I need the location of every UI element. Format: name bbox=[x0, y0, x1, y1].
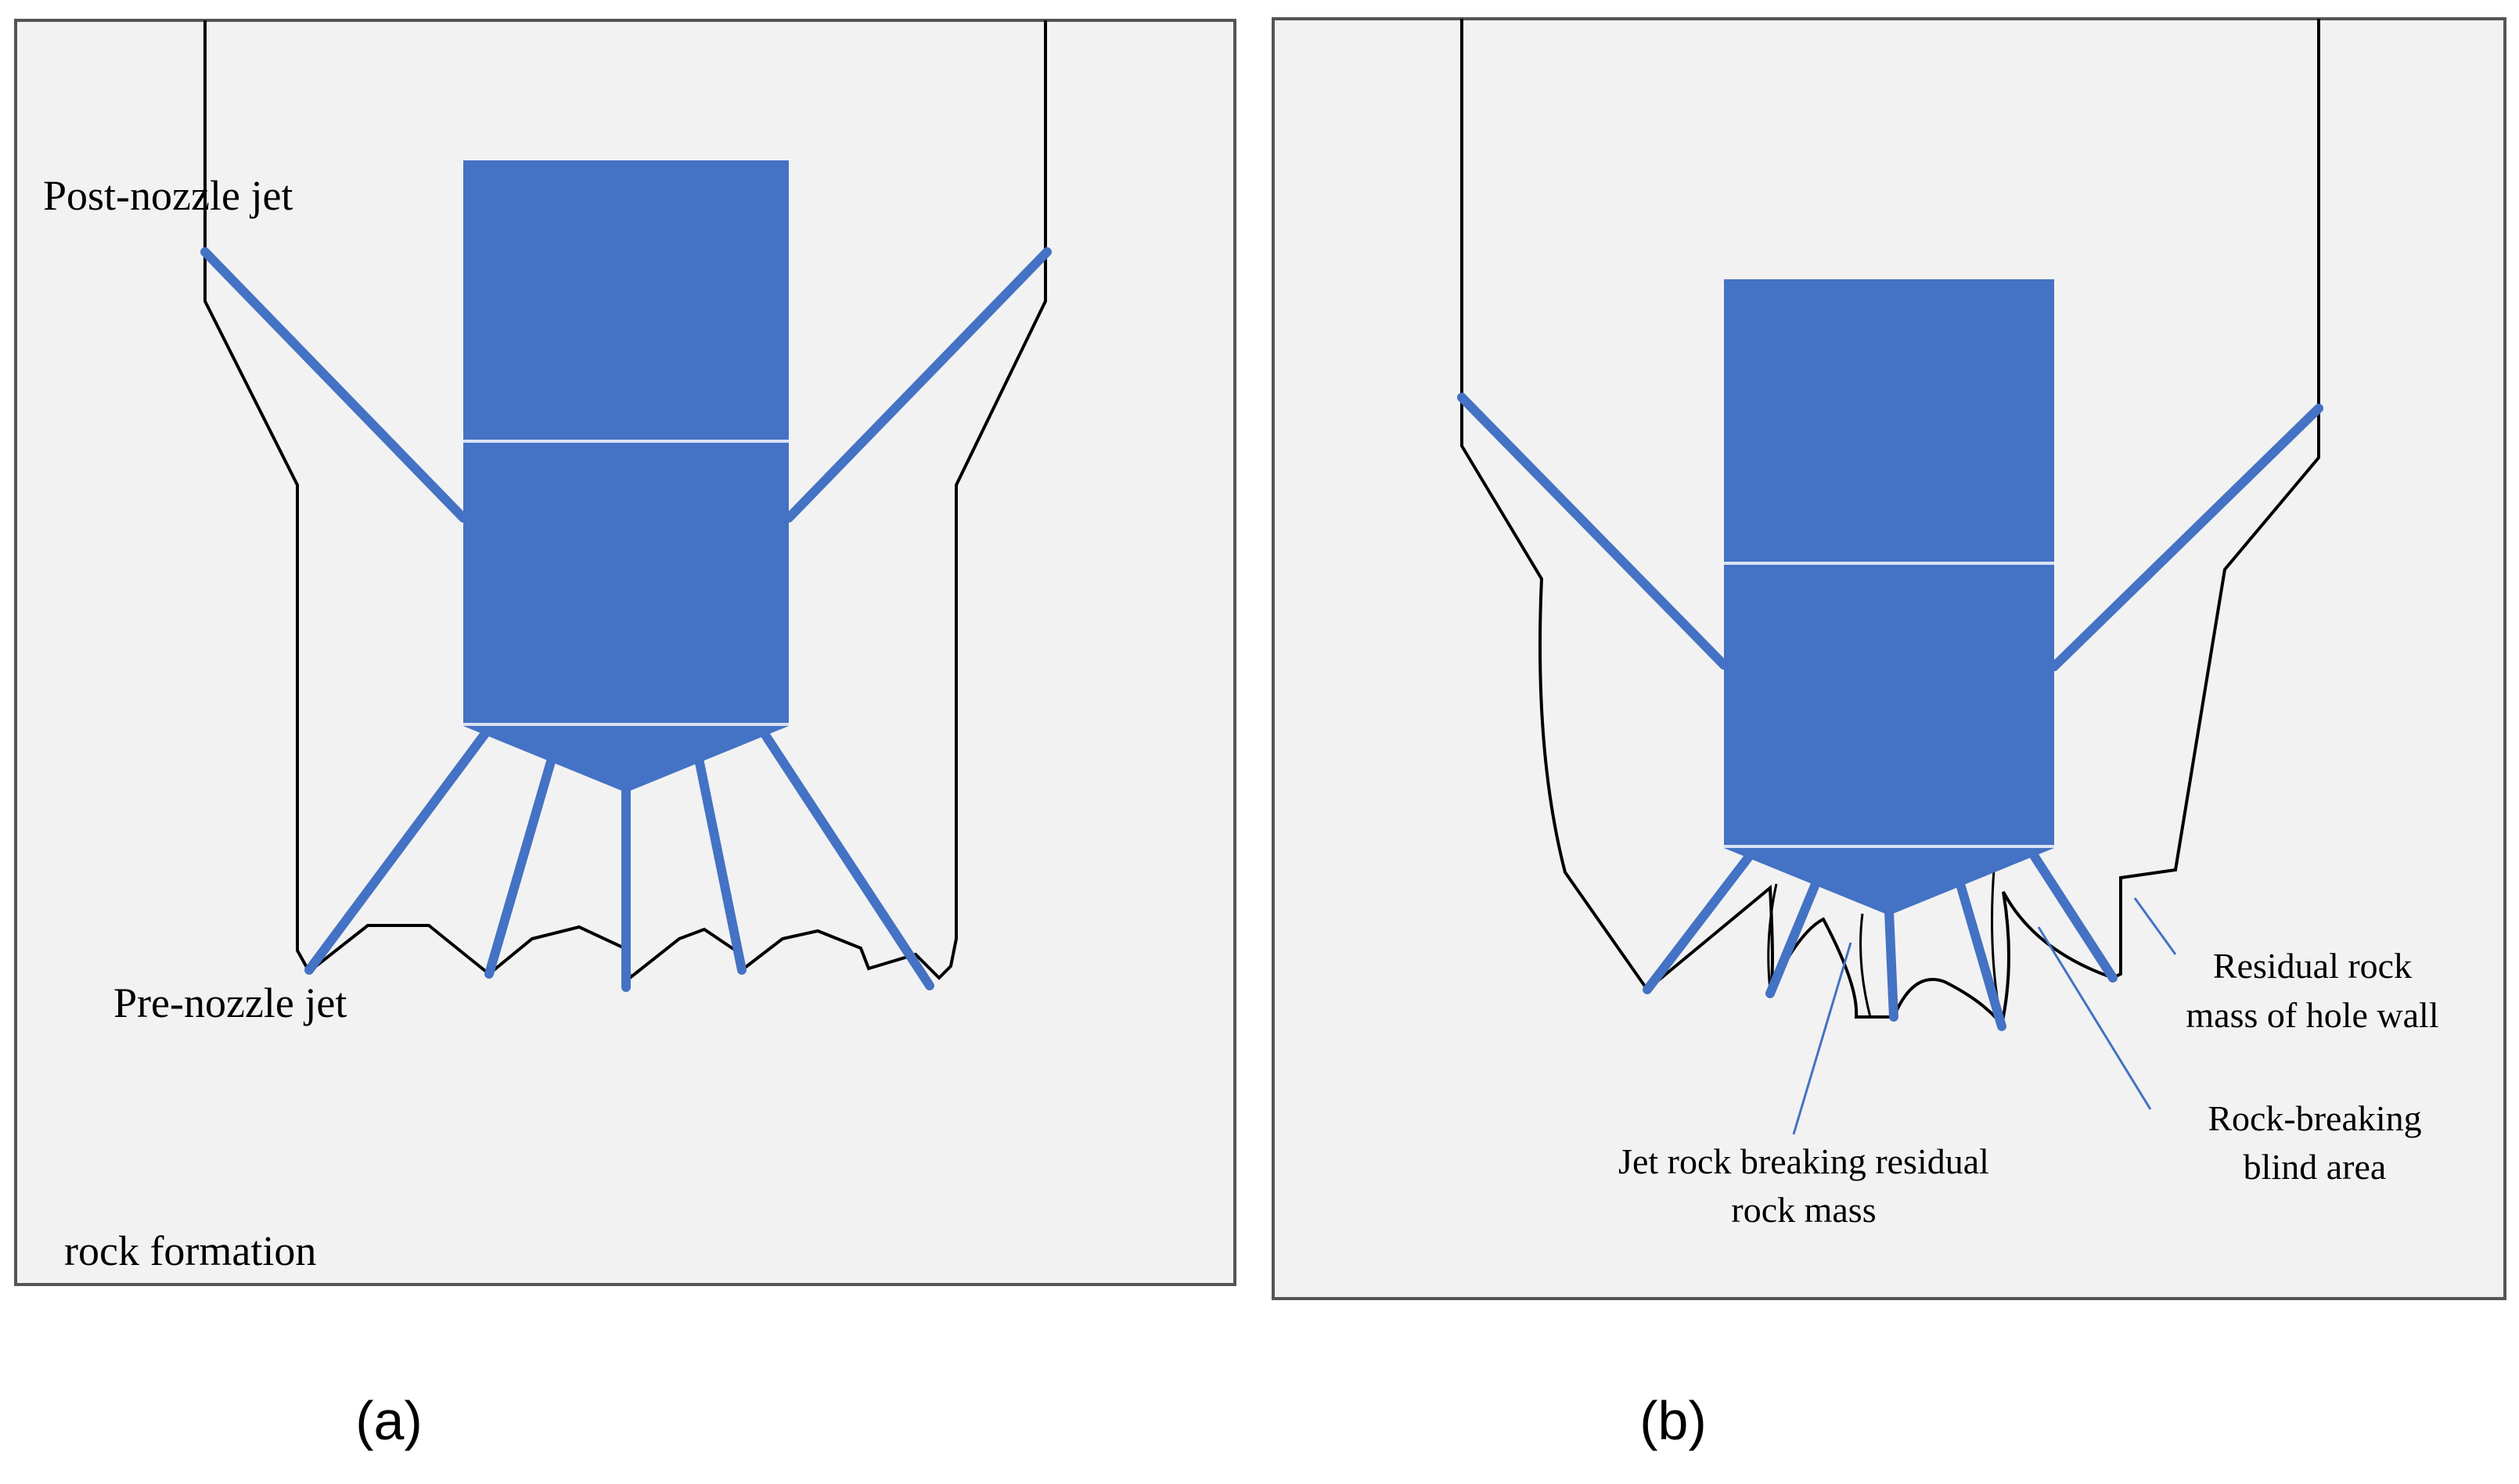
panel-b-post-jet-right bbox=[2049, 404, 2323, 671]
panel-b: Residual rock mass of hole wall Rock-bre… bbox=[1272, 17, 2506, 1300]
panel-a-borehole-outline bbox=[203, 20, 1047, 981]
panel-b-pre-jet-3 bbox=[1884, 907, 1898, 1022]
label-pre-nozzle-jet: Pre-nozzle jet bbox=[113, 979, 347, 1026]
leader-blind-area bbox=[2037, 926, 2152, 1110]
panel-a-pre-jet-1 bbox=[304, 727, 491, 975]
panel-b-nozzle-upper bbox=[1724, 279, 2054, 562]
leader-residual-wall bbox=[2133, 897, 2177, 955]
panel-a-pre-jet-4 bbox=[694, 754, 747, 975]
label-residual-wall-2: mass of hole wall bbox=[2186, 995, 2438, 1035]
caption-b: (b) bbox=[1639, 1390, 1707, 1451]
leader-jet-residual bbox=[1792, 942, 1852, 1135]
caption-a: (a) bbox=[355, 1390, 423, 1451]
label-blind-area-2: blind area bbox=[2244, 1147, 2387, 1187]
panel-a-pre-jet-2 bbox=[484, 754, 556, 979]
panel-b-residual-inner-2 bbox=[1859, 913, 1872, 1018]
panel-b-pre-jet-1 bbox=[1643, 852, 1754, 994]
label-jet-residual-2: rock mass bbox=[1731, 1190, 1876, 1230]
label-blind-area-1: Rock-breaking bbox=[2208, 1098, 2421, 1138]
panel-a-pre-jet-5 bbox=[758, 727, 934, 990]
panel-b-post-jet-left bbox=[1457, 393, 1729, 670]
label-rock-formation: rock formation bbox=[64, 1227, 316, 1274]
panel-a-nozzle-tip bbox=[463, 726, 789, 792]
panel-b-pre-jet-4 bbox=[1956, 879, 2006, 1031]
panel-b-nozzle-tip bbox=[1724, 848, 2054, 915]
panel-b-borehole-outline bbox=[1460, 19, 2320, 1029]
panel-b-nozzle-lower bbox=[1724, 565, 2054, 845]
panel-a-nozzle-upper bbox=[463, 160, 789, 440]
panel-b-residual-inner-1 bbox=[1767, 883, 1778, 990]
panel-a-nozzle-lower bbox=[463, 443, 789, 723]
panel-a-post-jet-right bbox=[784, 247, 1052, 523]
label-jet-residual-1: Jet rock breaking residual bbox=[1618, 1141, 1989, 1181]
label-residual-wall-1: Residual rock bbox=[2213, 946, 2412, 986]
panel-a-post-jet-left bbox=[200, 247, 468, 523]
panel-a: Post-nozzle jet Pre-nozzle jet rock form… bbox=[14, 19, 1236, 1286]
label-post-nozzle-jet: Post-nozzle jet bbox=[43, 172, 293, 219]
panel-b-pre-jet-2 bbox=[1765, 879, 1820, 998]
panel-b-pre-jet-5 bbox=[2030, 852, 2118, 983]
